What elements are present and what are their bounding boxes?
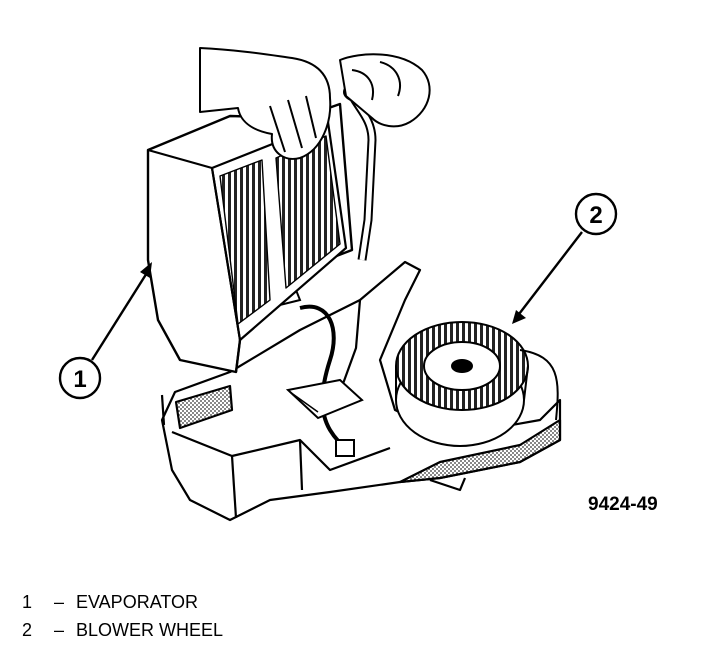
- housing: [160, 260, 562, 522]
- callout-2: 2: [512, 192, 618, 324]
- legend-label: EVAPORATOR: [76, 592, 199, 612]
- legend-number: 2: [22, 620, 33, 640]
- legend-label: BLOWER WHEEL: [76, 620, 224, 640]
- callout-1: 1: [58, 262, 152, 400]
- legend-number: 1: [22, 592, 33, 612]
- legend-dash: –: [53, 592, 64, 612]
- blower-wheel: [395, 321, 559, 447]
- legend-item: 2–BLOWER WHEEL: [22, 616, 223, 644]
- callout-1-number: 1: [73, 366, 86, 393]
- wiring-harness: [266, 278, 364, 457]
- figure-id: 9424-49: [588, 494, 658, 515]
- evaporator-core: [146, 79, 397, 374]
- hands: [199, 47, 431, 160]
- legend-item: 1–EVAPORATOR: [22, 588, 223, 616]
- legend-dash: –: [53, 620, 64, 640]
- exploded-illustration: 1 2: [58, 47, 618, 522]
- legend: 1–EVAPORATOR 2–BLOWER WHEEL: [22, 588, 223, 644]
- callout-2-number: 2: [589, 202, 602, 229]
